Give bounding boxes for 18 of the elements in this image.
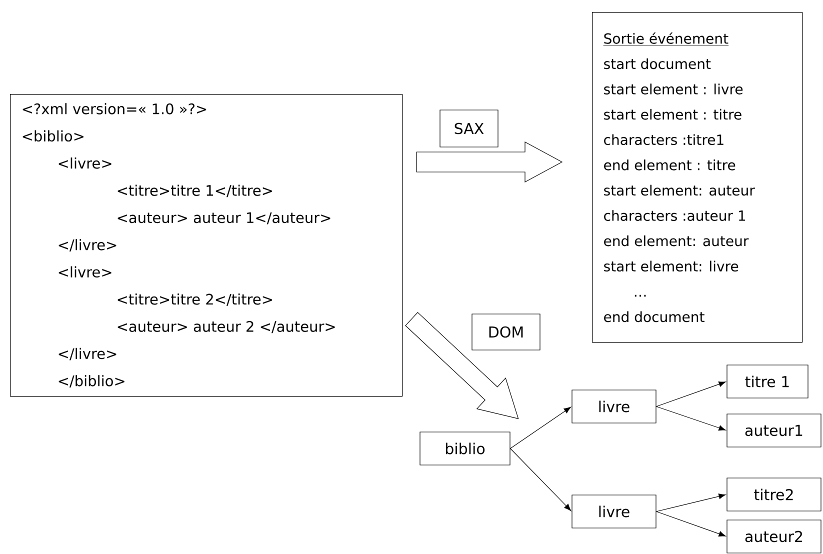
tree-node-box: titre2 bbox=[726, 478, 822, 512]
event-list-box: Sortie événement start document start element : livre start element : titre characters :titre1 end element : titre start element: auteur characters :auteur 1 end element: auteur start element: livre … end document bbox=[592, 12, 803, 343]
arrow bbox=[656, 494, 726, 512]
arrow bbox=[656, 511, 726, 537]
tree-node-box: auteur2 bbox=[726, 520, 822, 554]
tree-node-box: biblio bbox=[420, 432, 510, 466]
tree-node-box: titre 1 bbox=[726, 364, 808, 398]
arrow bbox=[510, 406, 571, 449]
label-box: SAX bbox=[440, 110, 498, 148]
arrow bbox=[656, 406, 726, 431]
arrow bbox=[510, 448, 572, 511]
label-box: DOM bbox=[472, 314, 540, 350]
tree-node-box: livre bbox=[572, 390, 656, 424]
block-arrow bbox=[416, 142, 563, 182]
arrow bbox=[656, 381, 726, 407]
tree-node-box: livre bbox=[572, 494, 656, 528]
code-box: <?xml version=« 1.0 »?> <biblio> <livre> <titre>titre 1</titre> <auteur> auteur 1</auteur> </livre> <livre> <titre>titre 2</titre> <auteur> auteur 2 </auteur> </livre> </biblio> bbox=[10, 94, 403, 397]
tree-node-box: auteur1 bbox=[726, 414, 822, 448]
